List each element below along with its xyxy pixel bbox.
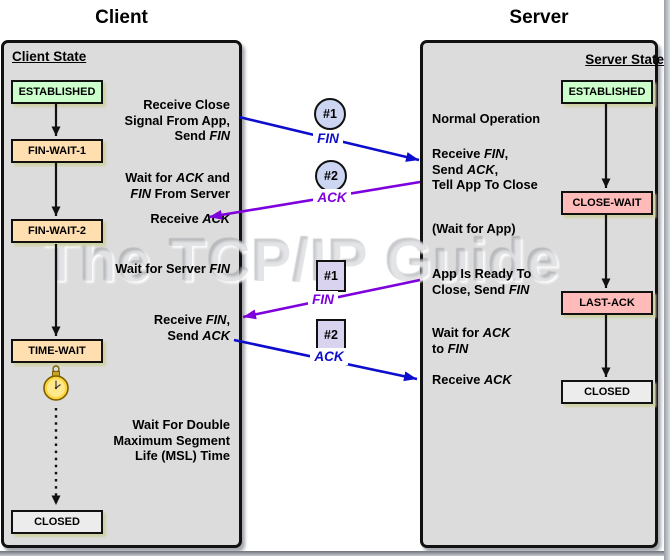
state-box-established-server: ESTABLISHED	[561, 80, 653, 104]
server-annotation-app-ready: App Is Ready To Close, Send FIN	[432, 266, 532, 297]
bottom-divider	[0, 551, 670, 556]
right-divider	[664, 0, 670, 560]
server-annotation-wait-ack: Wait for ACK to FIN	[432, 325, 511, 356]
message-marker-1-circle: #1	[314, 98, 346, 130]
client-annotation-receive-fin-send-ack: Receive FIN, Send ACK	[153, 312, 230, 343]
message-marker-2-circle: #2	[315, 160, 347, 192]
message-marker-1-square: #1	[316, 260, 346, 292]
client-annotation-wait-ack-fin: Wait for ACK and FIN From Server	[125, 170, 230, 201]
server-annotation-receive-fin: Receive FIN, Send ACK, Tell App To Close	[432, 146, 538, 192]
server-state-header: Server State	[585, 52, 664, 67]
message-marker-2-square: #2	[316, 319, 346, 351]
client-annotation-receive-ack: Receive ACK	[150, 211, 230, 226]
state-box-closed-server: CLOSED	[561, 380, 653, 404]
client-title: Client	[95, 7, 148, 28]
server-annotation-normal-operation: Normal Operation	[432, 111, 541, 126]
client-annotation-send-fin: Receive Close Signal From App, Send FIN	[124, 97, 230, 143]
state-box-fin-wait-2: FIN-WAIT-2	[11, 219, 103, 243]
server-annotation-receive-ack: Receive ACK	[432, 372, 512, 387]
server-title: Server	[509, 7, 569, 28]
state-box-time-wait: TIME-WAIT	[11, 339, 103, 363]
message-label-fin-2: FIN	[288, 291, 358, 308]
client-panel	[1, 40, 242, 548]
message-label-ack-1: ACK	[297, 189, 367, 206]
state-box-established-client: ESTABLISHED	[11, 80, 103, 104]
server-annotation-wait-for-app: (Wait for App)	[432, 221, 516, 236]
client-annotation-wait-server-fin: Wait for Server FIN	[115, 261, 230, 276]
state-box-fin-wait-1: FIN-WAIT-1	[11, 139, 103, 163]
client-state-header: Client State	[12, 49, 87, 64]
message-label-ack-2: ACK	[294, 348, 364, 365]
message-label-fin-1: FIN	[293, 130, 363, 147]
state-box-closed-client: CLOSED	[11, 510, 103, 534]
client-annotation-msl-wait: Wait For Double Maximum Segment Life (MS…	[113, 417, 230, 463]
state-box-close-wait: CLOSE-WAIT	[561, 191, 653, 215]
